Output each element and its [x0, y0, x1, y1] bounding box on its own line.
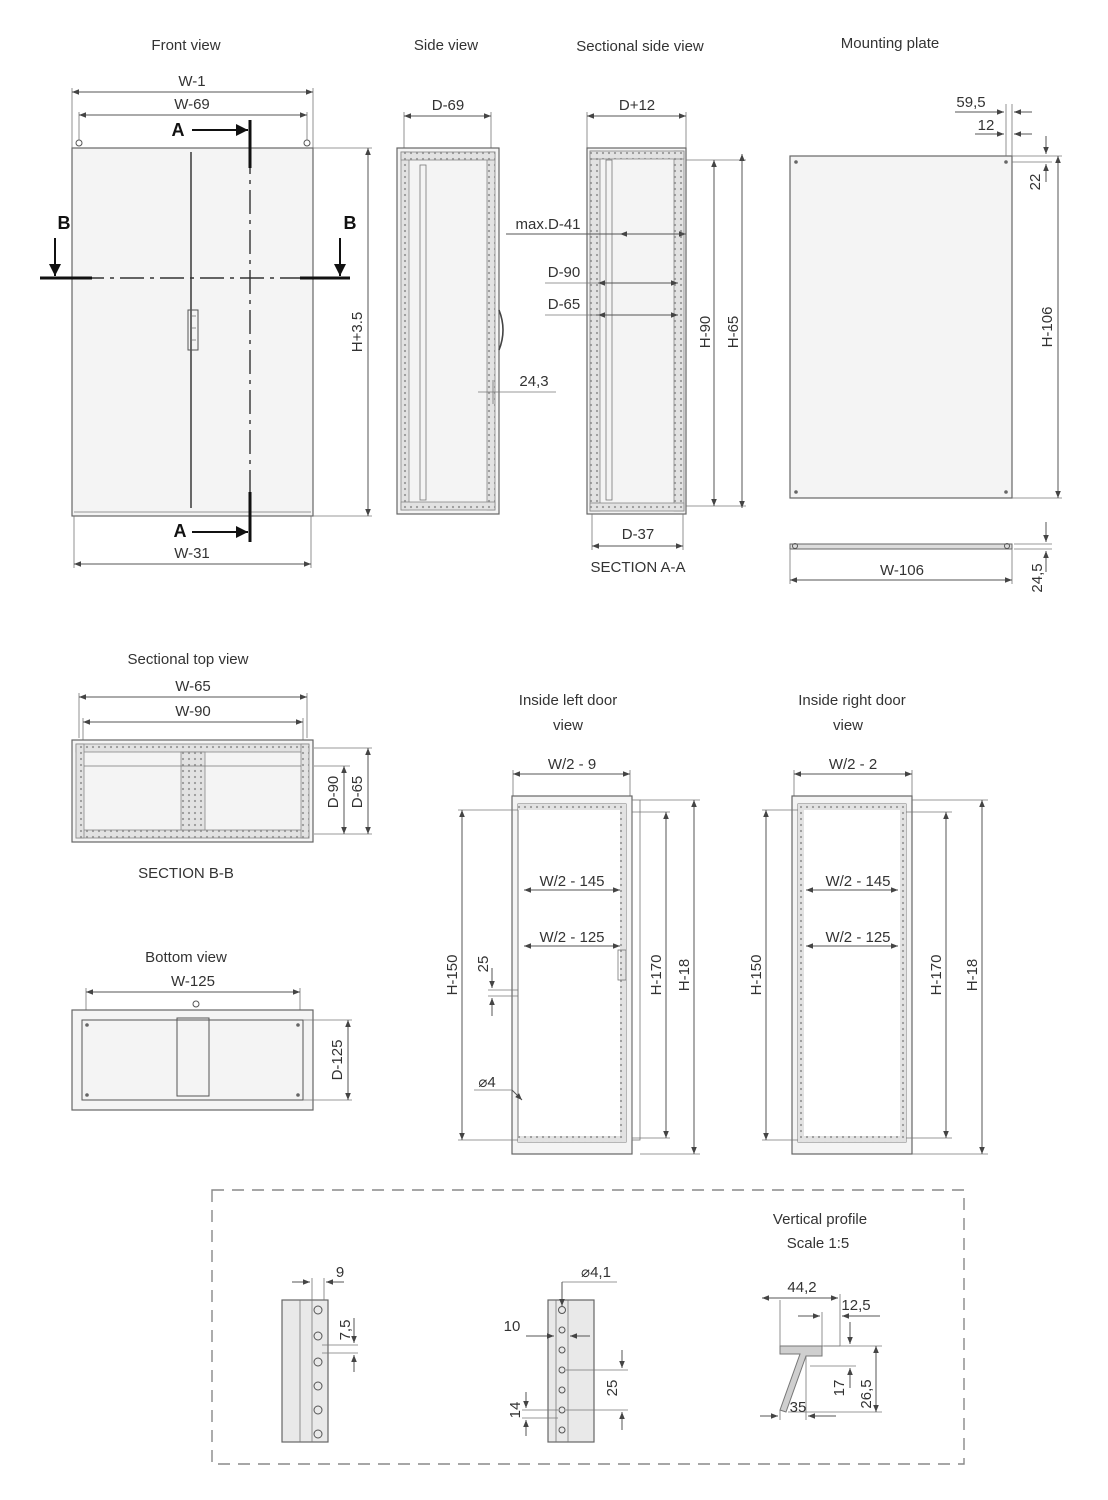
dim-w90: W-90	[175, 703, 211, 720]
dim-24-3: 24,3	[519, 373, 548, 390]
dim-left-h150: H-150	[444, 955, 461, 996]
side-view-title: Side view	[414, 37, 478, 54]
sectional-top-view: Sectional top view W-65 W-90 D-90 D-65 S…	[71, 651, 372, 882]
dim-w1: W-1	[178, 73, 205, 90]
dim-profile-10: 10	[504, 1318, 521, 1335]
section-marker-b-right: B	[344, 213, 357, 233]
dim-profile-12-5: 12,5	[841, 1297, 870, 1314]
dim-w2-9: W/2 - 9	[548, 756, 596, 773]
mounting-plate-title: Mounting plate	[841, 35, 939, 52]
dim-right-h150: H-150	[748, 955, 765, 996]
dim-d90: D-90	[548, 264, 581, 281]
dim-left-w2-145: W/2 - 145	[539, 873, 604, 890]
profile-title: Vertical profile	[773, 1211, 867, 1228]
profile-scale: Scale 1:5	[787, 1235, 850, 1252]
dim-max-d41: max.D-41	[515, 216, 580, 233]
dim-h90: H-90	[697, 316, 714, 349]
dim-left-w2-125: W/2 - 125	[539, 929, 604, 946]
dim-d12: D+12	[619, 97, 655, 114]
dim-left-dia4: ⌀4	[478, 1074, 495, 1091]
dim-right-h18: H-18	[964, 959, 981, 992]
section-marker-b-left: B	[58, 213, 71, 233]
vertical-profile-detail: Vertical profile Scale 1:5 9 7,5 ⌀4,1	[211, 1189, 965, 1465]
dim-w125: W-125	[171, 973, 215, 990]
dim-59-5: 59,5	[956, 94, 985, 111]
inside-right-door-view: Inside right door view W/2 - 2 W/2 - 145…	[748, 692, 988, 1155]
dim-top-d90: D-90	[325, 776, 342, 809]
sectional-side-view: Sectional side view D+12 max.D-41 D-90 D…	[506, 38, 746, 576]
section-a-a-caption: SECTION A-A	[590, 559, 685, 576]
dim-right-h170: H-170	[928, 955, 945, 996]
dim-profile-7-5: 7,5	[337, 1320, 354, 1341]
side-view: Side view D-69 24,3	[396, 37, 556, 515]
section-marker-a-bottom: A	[174, 521, 187, 541]
dim-22: 22	[1027, 174, 1044, 191]
inside-left-door-view: Inside left door view W/2 - 9 W/2 - 145 …	[444, 692, 700, 1155]
bottom-view: Bottom view W-125 D-125	[71, 949, 352, 1111]
dim-profile-35: 35	[790, 1399, 807, 1416]
dim-right-w2-125: W/2 - 125	[825, 929, 890, 946]
mounting-plate-view: Mounting plate 59,5 12 22 H-106 W-106 24…	[789, 35, 1062, 593]
dim-profile-9: 9	[336, 1264, 344, 1281]
dim-w2-2: W/2 - 2	[829, 756, 877, 773]
dim-profile-26-5: 26,5	[858, 1379, 875, 1408]
dim-h106: H-106	[1039, 307, 1056, 348]
dim-w106: W-106	[880, 562, 924, 579]
section-b-b-caption: SECTION B-B	[138, 865, 234, 882]
dim-left-25: 25	[475, 956, 492, 973]
section-marker-a-top: A	[172, 120, 185, 140]
dim-profile-14: 14	[507, 1402, 524, 1419]
dim-12: 12	[978, 117, 995, 134]
right-door-title-2: view	[833, 717, 863, 734]
right-door-title-1: Inside right door	[798, 692, 906, 709]
dim-left-h18: H-18	[676, 959, 693, 992]
dim-w69: W-69	[174, 96, 210, 113]
front-view-title: Front view	[151, 37, 220, 54]
dim-d37: D-37	[622, 526, 655, 543]
sectional-top-view-title: Sectional top view	[128, 651, 249, 668]
dim-right-w2-145: W/2 - 145	[825, 873, 890, 890]
sectional-side-view-title: Sectional side view	[576, 38, 704, 55]
dim-w31: W-31	[174, 545, 210, 562]
bottom-view-title: Bottom view	[145, 949, 227, 966]
dim-left-h170: H-170	[648, 955, 665, 996]
dim-d69: D-69	[432, 97, 465, 114]
dim-d65: D-65	[548, 296, 581, 313]
dim-24-5: 24,5	[1029, 563, 1046, 592]
dim-d125: D-125	[329, 1040, 346, 1081]
dim-profile-17: 17	[831, 1380, 848, 1397]
dim-w65: W-65	[175, 678, 211, 695]
left-door-title-1: Inside left door	[519, 692, 617, 709]
left-door-title-2: view	[553, 717, 583, 734]
dim-profile-25: 25	[604, 1380, 621, 1397]
dim-profile-44-2: 44,2	[787, 1279, 816, 1296]
dim-top-d65: D-65	[349, 776, 366, 809]
dim-profile-dia4-1: ⌀4,1	[581, 1264, 611, 1281]
dim-h65: H-65	[725, 316, 742, 349]
dim-h3-5: H+3.5	[349, 312, 366, 352]
front-view: Front view W-1 W-69 A A B B H+3.	[40, 37, 372, 568]
profile-dashed-frame	[211, 1189, 965, 1465]
